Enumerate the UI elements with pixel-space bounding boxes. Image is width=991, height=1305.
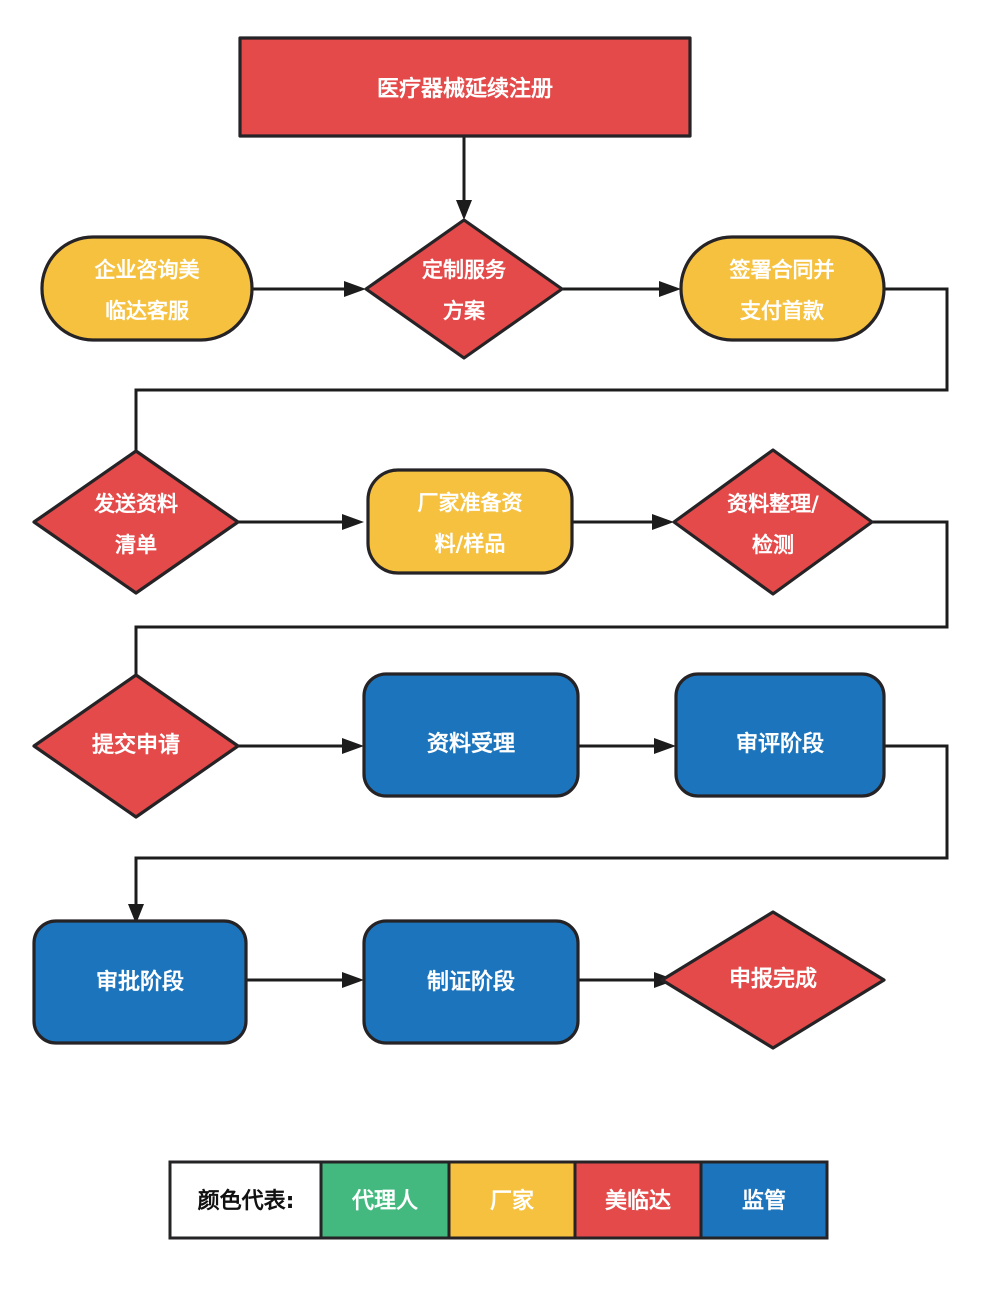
node-n5-label-line2: 料/样品 [435,532,506,556]
legend-swatch-regulator[interactable] [699,1160,829,1240]
node-n8-label: 资料受理 [427,731,515,757]
node-n1-shape[interactable] [40,235,254,342]
node-n6-label-line1: 资料整理/ [727,492,819,516]
arrow-head-icon [652,514,674,530]
node-n11-label: 制证阶段 [427,969,515,995]
legend-label-agent: 代理人 [351,1189,418,1214]
node-n9-shape[interactable] [674,672,886,798]
node-n10-shape[interactable] [32,919,248,1045]
node-n11-shape[interactable] [362,919,580,1045]
node-n6[interactable]: 资料整理/ 检测 [672,448,874,596]
node-n9-label: 审评阶段 [736,731,824,757]
node-title-shape[interactable] [238,36,692,138]
node-n2-shape[interactable] [364,218,564,360]
node-n10[interactable]: 审批阶段 [32,919,248,1045]
node-n2-label-line2: 方案 [443,299,486,323]
arrow-head-icon [456,200,472,220]
node-n10-label: 审批阶段 [96,969,184,995]
legend-swatch-manufacturer[interactable] [447,1160,577,1240]
node-n8-shape[interactable] [362,672,580,798]
edge-n6-to-n7 [134,520,949,714]
arrow-head-icon [654,738,676,754]
node-n6-shape[interactable] [672,448,874,596]
node-n12-label: 申报完成 [729,966,817,992]
legend-label-regulator: 监管 [742,1188,786,1214]
node-n3-shape[interactable] [679,235,886,342]
node-n3-label-line1: 签署合同并 [729,258,835,282]
node-n7-label: 提交申请 [92,732,180,758]
node-n7-shape[interactable] [32,673,240,819]
legend-label-manufacturer: 厂家 [490,1188,535,1214]
legend-caption-cell [168,1160,323,1240]
node-n5-label-line1: 厂家准备资 [418,491,523,515]
node-n6-label-line2: 检测 [752,533,794,557]
node-n11[interactable]: 制证阶段 [362,919,580,1045]
legend-swatch-meilinda[interactable] [573,1160,703,1240]
node-n4-shape[interactable] [32,449,240,595]
node-n5[interactable]: 厂家准备资 料/样品 [366,468,574,575]
legend: 颜色代表: 代理人 厂家 美临达 监管 [168,1160,829,1240]
node-n12[interactable]: 申报完成 [660,910,886,1050]
legend-caption-label: 颜色代表: [198,1188,295,1214]
arrow-head-icon [342,738,364,754]
node-n7[interactable]: 提交申请 [32,673,240,819]
edge-n9-to-n10 [134,744,949,910]
node-n5-shape[interactable] [366,468,574,575]
node-n3-label-line2: 支付首款 [740,299,825,323]
node-title-label: 医疗器械延续注册 [377,76,553,102]
node-n4-label-line2: 清单 [115,533,157,557]
legend-label-meilinda: 美临达 [605,1188,671,1214]
node-n4-label-line1: 发送资料 [93,492,178,516]
arrow-head-icon [344,281,366,297]
node-n3[interactable]: 签署合同并 支付首款 [679,235,886,342]
arrow-head-icon [659,281,681,297]
arrow-head-icon [342,972,364,988]
node-n1-label-line2: 临达客服 [105,299,190,323]
arrow-head-icon [128,904,144,924]
node-n2-label-line1: 定制服务 [422,258,507,282]
node-n9[interactable]: 审评阶段 [674,672,886,798]
node-n8[interactable]: 资料受理 [362,672,580,798]
node-title[interactable]: 医疗器械延续注册 [238,36,692,138]
node-n1[interactable]: 企业咨询美 临达客服 [40,235,254,342]
node-n2[interactable]: 定制服务 方案 [364,218,564,360]
arrow-head-icon [342,514,364,530]
edge-n3-to-n4 [134,287,949,492]
node-n4[interactable]: 发送资料 清单 [32,449,240,595]
node-n12-shape[interactable] [660,910,886,1050]
node-n1-label-line1: 企业咨询美 [94,258,200,282]
